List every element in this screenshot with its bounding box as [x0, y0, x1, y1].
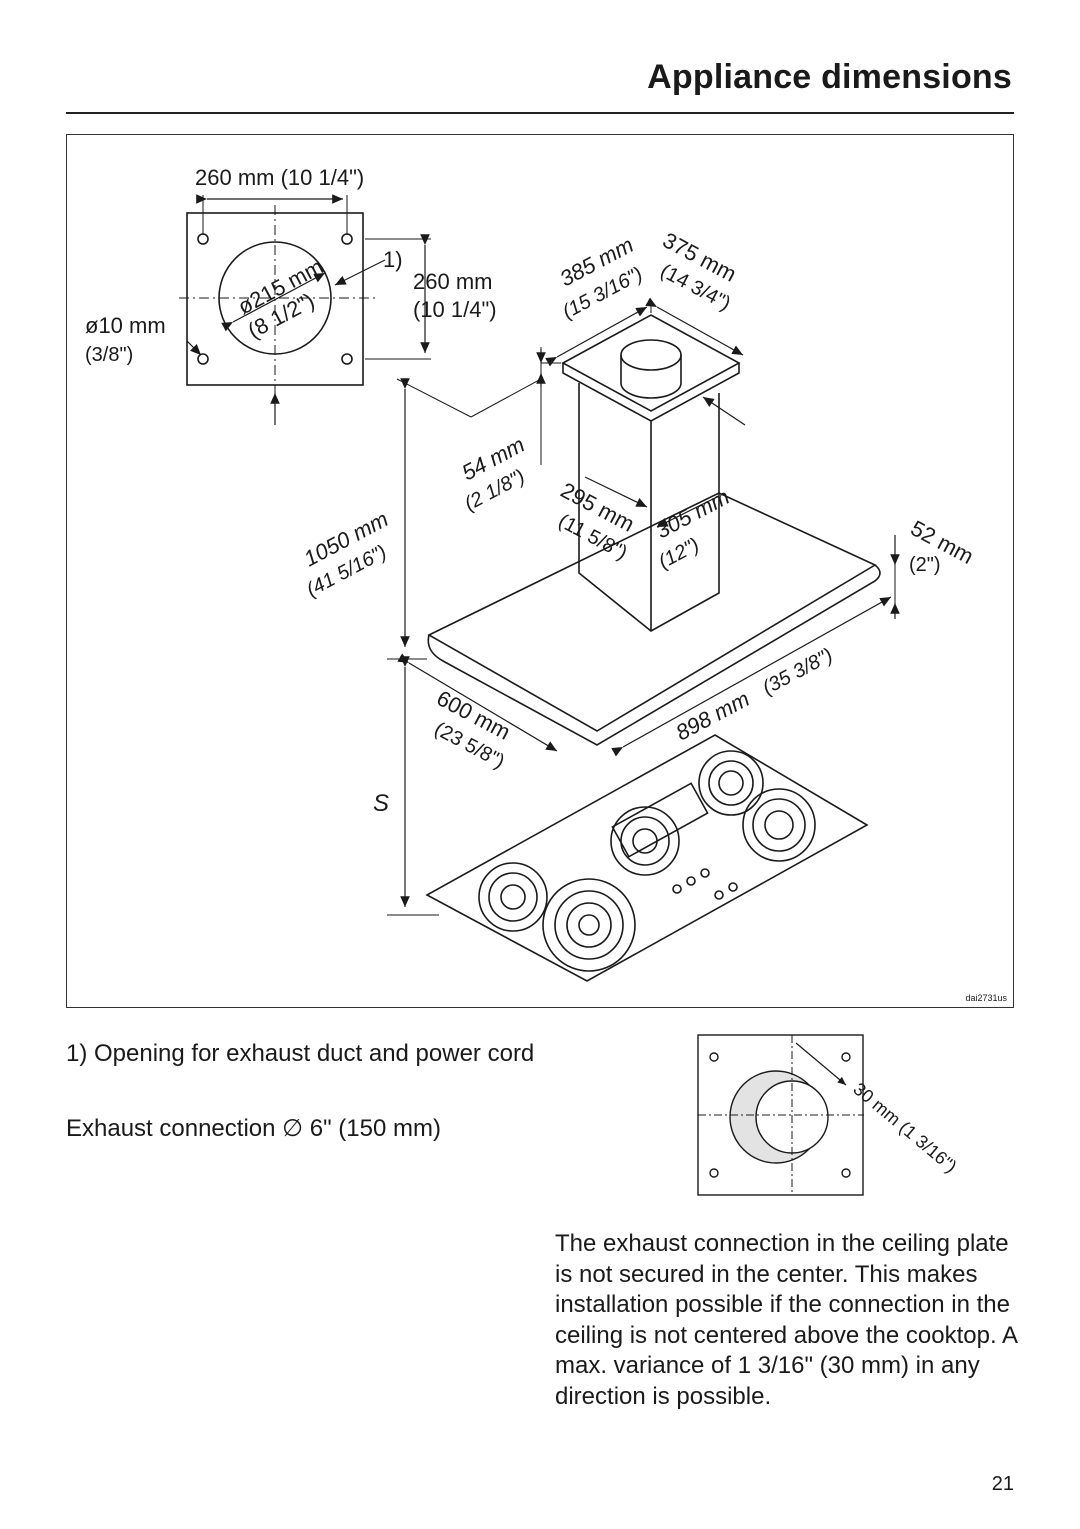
plate-width-label: 260 mm (10 1/4")	[195, 165, 364, 190]
plate-height-mm-label: 260 mm	[413, 269, 492, 294]
description-paragraph: The exhaust connection in the ceiling pl…	[555, 1230, 1017, 1410]
hole-mm-label: ø10 mm	[85, 313, 166, 338]
distance-s-label: S	[373, 790, 389, 817]
hole-in-label: (3/8")	[85, 344, 133, 366]
dimension-drawing: 260 mm (10 1/4") ø215 mm (8 1/2") 1) 260…	[85, 165, 978, 982]
width-in-label: (35 3/8")	[759, 644, 836, 699]
burners	[478, 750, 816, 972]
figure-code: dai2731us	[965, 993, 1007, 1003]
cooktop	[425, 734, 869, 982]
note-marker: 1)	[383, 247, 403, 272]
offset-detail-label: 30 mm (1 3/16")	[849, 1079, 960, 1177]
title-rule	[66, 112, 1014, 114]
canopy-thick-in-label: (2")	[909, 554, 941, 576]
footnote: 1) Opening for exhaust duct and power co…	[66, 1040, 535, 1067]
page-title: Appliance dimensions	[647, 58, 1012, 96]
plate-height-in-label: (10 1/4")	[413, 297, 497, 322]
offset-detail-figure: 30 mm (1 3/16")	[696, 1033, 966, 1203]
offset-detail-drawing: 30 mm (1 3/16")	[697, 1034, 961, 1196]
page-number: 21	[991, 1473, 1014, 1495]
duct-top-plate	[561, 314, 741, 412]
dimension-figure: 260 mm (10 1/4") ø215 mm (8 1/2") 1) 260…	[66, 134, 1014, 1008]
canopy	[427, 492, 877, 732]
exhaust-connection-text: Exhaust connection ∅ 6" (150 mm)	[66, 1115, 441, 1142]
